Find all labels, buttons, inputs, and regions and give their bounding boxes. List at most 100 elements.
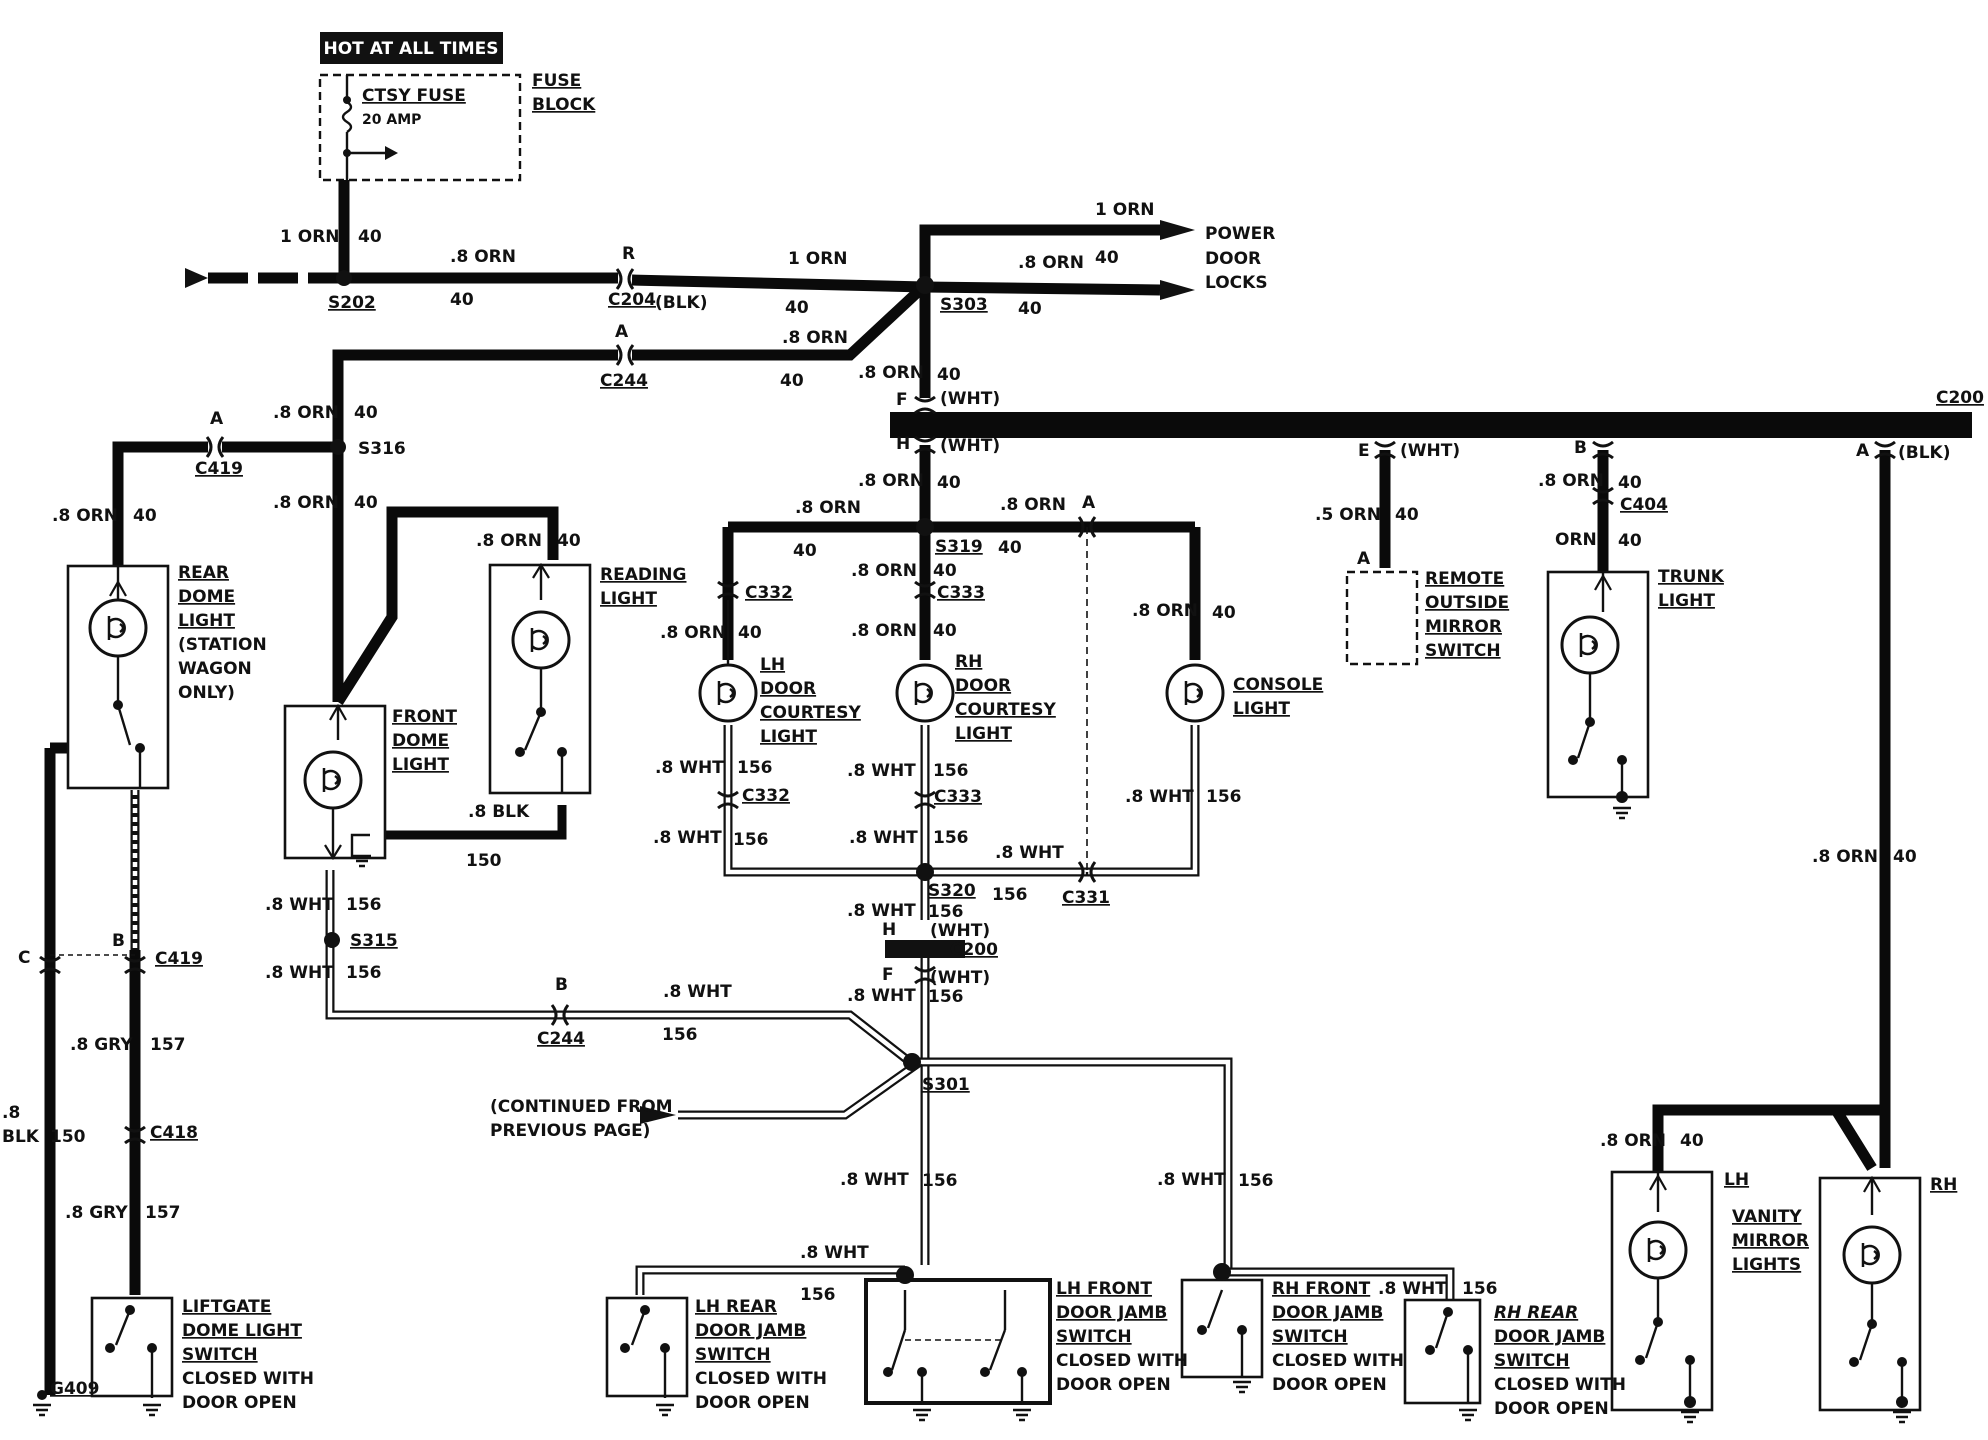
wire-label: .8 ORN — [450, 247, 516, 267]
wire-label: .5 ORN — [1315, 505, 1381, 525]
lh-front-label: CLOSED WITH — [1056, 1351, 1188, 1371]
circuit-label: 156 — [800, 1285, 836, 1305]
c200-wht-f: (WHT) — [940, 389, 1000, 409]
c200-pin-a: A — [1856, 441, 1870, 461]
c200-pin-f-lower: F — [882, 965, 894, 985]
wire-label: .8 WHT — [800, 1243, 869, 1263]
c419-pin-a: A — [210, 409, 224, 429]
circuit-label: 40 — [937, 365, 961, 385]
vanity-lh-label: LH — [1724, 1170, 1749, 1190]
wire-label: .8 WHT — [847, 901, 916, 921]
lh-front-label: LH FRONT — [1056, 1279, 1152, 1299]
wire-label: .8 GRY — [65, 1203, 128, 1223]
wire-label: .8 WHT — [1157, 1170, 1226, 1190]
rh-courtesy-label: LIGHT — [955, 724, 1012, 744]
wire-label: .8 WHT — [995, 843, 1064, 863]
circuit-label: 156 — [992, 885, 1028, 905]
wire-label: .8 WHT — [847, 761, 916, 781]
liftgate-label: CLOSED WITH — [182, 1369, 314, 1389]
fuse-name: CTSY FUSE — [362, 86, 466, 106]
circuit-label: 157 — [145, 1203, 181, 1223]
wire-label: .8 ORN — [1018, 253, 1084, 273]
circuit-label: 156 — [1462, 1279, 1498, 1299]
connector-c333: C333 — [937, 583, 985, 603]
rh-rear-jamb-switch — [1403, 1298, 1482, 1422]
splice-s303: S303 — [940, 295, 988, 315]
circuit-label: 40 — [785, 298, 809, 318]
power-locks-2: DOOR — [1205, 249, 1261, 269]
circuit-label: 40 — [738, 623, 762, 643]
circuit-label: 40 — [937, 473, 961, 493]
mirror-switch-label: OUTSIDE — [1425, 593, 1509, 613]
circuit-label: 40 — [1893, 847, 1917, 867]
vanity-rh-label: RH — [1930, 1175, 1957, 1195]
liftgate-switch — [31, 1296, 174, 1417]
fuse-block-label-2: BLOCK — [532, 95, 596, 115]
liftgate-label: DOME LIGHT — [182, 1321, 302, 1341]
wire-label-b: BLK — [2, 1127, 40, 1147]
connector-c244-lower: C244 — [537, 1029, 585, 1049]
circuit-label: 156 — [933, 828, 969, 848]
wire-label: .8 ORN — [273, 403, 339, 423]
circuit-label: 40 — [1395, 505, 1419, 525]
circuit-label: 40 — [1212, 603, 1236, 623]
splice-s202: S202 — [328, 293, 376, 313]
c244-pin-b: B — [555, 975, 568, 995]
circuit-label: 156 — [1238, 1171, 1274, 1191]
continued-label: (CONTINUED FROM — [490, 1097, 673, 1117]
wire-label: .8 WHT — [265, 895, 334, 915]
connector-c419: C419 — [195, 459, 243, 479]
power-locks-3: LOCKS — [1205, 273, 1268, 293]
rh-front-label: DOOR JAMB — [1272, 1303, 1383, 1323]
c200-wht-e: (WHT) — [1400, 441, 1460, 461]
splice-s320: S320 — [928, 881, 976, 901]
c331-pin: A — [1082, 493, 1096, 513]
splice-s316: S316 — [358, 439, 406, 459]
rear-dome-label: (STATION — [178, 635, 267, 655]
vanity-label: LIGHTS — [1732, 1255, 1801, 1275]
rear-dome-label: WAGON — [178, 659, 252, 679]
wire-label: .8 ORN — [273, 493, 339, 513]
circuit-label: 40 — [1618, 531, 1642, 551]
fuse-symbol — [341, 75, 398, 180]
circuit-label: 156 — [1206, 787, 1242, 807]
lh-rear-jamb-switch — [605, 1296, 689, 1417]
rh-door-courtesy-light — [895, 663, 955, 723]
rh-front-label: RH FRONT — [1272, 1279, 1371, 1299]
lh-rear-label: DOOR JAMB — [695, 1321, 806, 1341]
wire-label: .8 WHT — [265, 963, 334, 983]
lh-rear-label: CLOSED WITH — [695, 1369, 827, 1389]
wire-label: .8 ORN — [1000, 495, 1066, 515]
rh-rear-label: SWITCH — [1494, 1351, 1570, 1371]
connector-c333-lower: C333 — [934, 787, 982, 807]
circuit-label: 40 — [1018, 299, 1042, 319]
rear-dome-label: DOME — [178, 587, 235, 607]
connector-symbols — [38, 267, 1897, 1145]
remote-outside-mirror-switch — [1345, 570, 1419, 666]
connector-c332-lower: C332 — [742, 786, 790, 806]
rh-rear-label: RH REAR — [1494, 1303, 1578, 1323]
front-dome-label: LIGHT — [392, 755, 449, 775]
rear-dome-light — [66, 564, 170, 790]
circuit-label: 40 — [1680, 1131, 1704, 1151]
circuit-label: 156 — [933, 761, 969, 781]
wire-label: .8 ORN — [1132, 601, 1198, 621]
connector-labels: S202 R C204 (BLK) S303 A C244 S316 A C41… — [18, 244, 1984, 1399]
wire-label: .8 ORN — [858, 471, 924, 491]
connector-c332: C332 — [745, 583, 793, 603]
wire-label: .8 ORN — [52, 506, 118, 526]
wire-label: 1 ORN — [280, 227, 340, 247]
console-label: CONSOLE — [1233, 675, 1323, 695]
c200-blk: (BLK) — [1898, 443, 1951, 463]
wire-label: .8 WHT — [847, 986, 916, 1006]
c200-wht-f-lower: (WHT) — [930, 968, 990, 988]
circuit-label: 156 — [346, 963, 382, 983]
reading-label: LIGHT — [600, 589, 657, 609]
liftgate-label: DOOR OPEN — [182, 1393, 297, 1413]
circuit-label: 156 — [922, 1171, 958, 1191]
lh-courtesy-label: COURTESY — [760, 703, 862, 723]
rear-dome-label: REAR — [178, 563, 229, 583]
rh-front-label: SWITCH — [1272, 1327, 1348, 1347]
wire-label: .8 ORN — [851, 621, 917, 641]
front-dome-label: DOME — [392, 731, 449, 751]
